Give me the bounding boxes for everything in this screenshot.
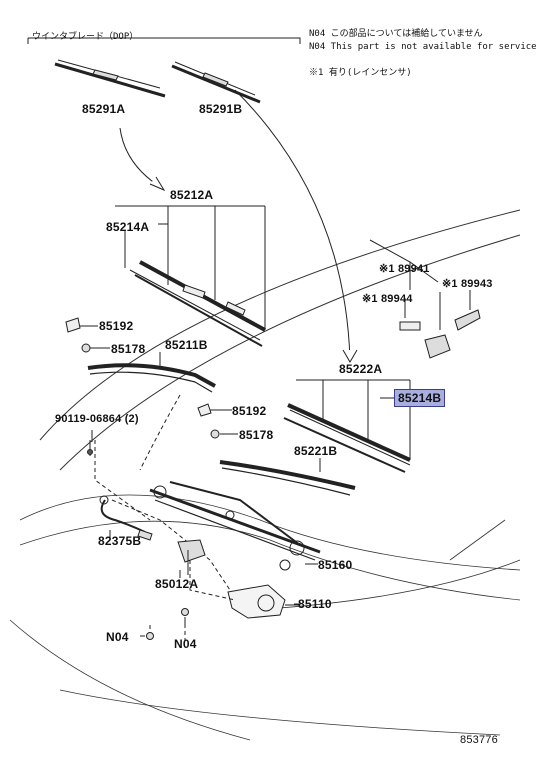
part-label-85221b[interactable]: 85221B [294,444,338,458]
diagram-artwork [9,37,521,741]
part-label-85110[interactable]: 85110 [298,597,332,611]
note-n04-english: N04 This part is not available for servi… [309,42,537,52]
part-label-90119-06864[interactable]: 90119-06864 (2) [55,413,139,425]
part-label-85178-lower[interactable]: 85178 [239,428,274,442]
note-n04-japanese: N04 この部品については補給していません [309,29,483,39]
part-label-85160[interactable]: 85160 [318,558,353,572]
part-label-85192-lower[interactable]: 85192 [232,404,267,418]
part-label-85012a[interactable]: 85012A [155,577,199,591]
part-label-89944[interactable]: ※1 89944 [362,293,413,305]
part-label-85192-upper[interactable]: 85192 [99,319,134,333]
part-label-85212a[interactable]: 85212A [170,188,214,202]
part-label-82375b[interactable]: 82375B [98,534,142,548]
part-label-85291a[interactable]: 85291A [82,102,126,116]
part-label-n04-left[interactable]: N04 [106,630,129,644]
part-label-85214a[interactable]: 85214A [106,220,150,234]
part-label-85178-upper[interactable]: 85178 [111,342,146,356]
note-rain-sensor: ※1 有り(レインセンサ) [309,68,412,78]
diagram-number: 853776 [460,734,498,746]
part-label-85211b[interactable]: 85211B [165,338,208,352]
part-label-89943[interactable]: ※1 89943 [442,278,493,290]
parts-diagram: ウインタブレード（DOP） N04 この部品については補給していません N04 … [9,29,537,746]
part-label-85214b-highlighted[interactable]: 85214B [394,389,446,407]
part-label-89941[interactable]: ※1 89941 [379,263,430,275]
part-label-85222a[interactable]: 85222A [339,362,383,376]
header-group-label: ウインタブレード（DOP） [32,32,139,42]
part-label-85291b[interactable]: 85291B [199,102,243,116]
part-label-n04-right[interactable]: N04 [174,637,197,651]
